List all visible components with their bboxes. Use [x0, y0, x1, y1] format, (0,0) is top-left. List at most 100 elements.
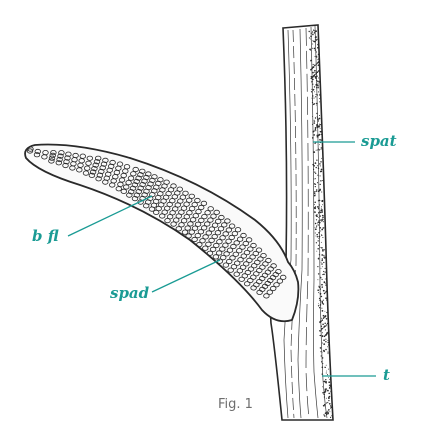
- stipple-dot: [325, 297, 327, 300]
- stipple-dot: [321, 234, 323, 237]
- stipple-dot: [316, 104, 317, 106]
- flower-cell: [247, 266, 255, 272]
- flower-cell: [249, 254, 256, 260]
- stipple-dot: [320, 295, 323, 298]
- stipple-dot: [321, 357, 324, 359]
- stipple-dot: [324, 292, 326, 294]
- flower-cell: [239, 244, 246, 250]
- stipple-dot: [314, 207, 316, 210]
- flower-cell: [225, 238, 232, 244]
- stipple-dot: [314, 185, 316, 188]
- flower-cell: [241, 273, 248, 279]
- stipple-dot: [319, 144, 320, 146]
- flower-cell: [242, 261, 250, 267]
- stipple-dot: [321, 263, 323, 265]
- stipple-dot: [308, 37, 310, 39]
- stipple-dot: [315, 96, 317, 98]
- stipple-dot: [316, 165, 318, 167]
- stipple-dot: [323, 343, 326, 345]
- stipple-dot: [317, 224, 319, 226]
- flower-cell: [172, 217, 180, 223]
- flower-cell: [222, 231, 229, 237]
- stipple-dot: [315, 215, 318, 217]
- stipple-dot: [322, 221, 324, 223]
- flower-cell: [49, 152, 56, 158]
- stipple-dot: [322, 303, 325, 305]
- stipple-dot: [319, 330, 321, 332]
- stipple-dot: [312, 71, 314, 74]
- stipple-dot: [317, 216, 319, 218]
- stipple-dot: [316, 136, 318, 138]
- stipple-dot: [323, 405, 325, 407]
- stipple-dot: [319, 246, 321, 248]
- stipple-dot: [325, 372, 327, 374]
- stipple-dot: [318, 232, 320, 234]
- stipple-dot: [320, 219, 322, 221]
- stipple-dot: [315, 87, 318, 89]
- stipple-dot: [324, 412, 327, 415]
- flower-cell: [127, 175, 135, 181]
- stipple-dot: [321, 283, 323, 286]
- flower-cell: [231, 231, 239, 237]
- flower-cell: [91, 166, 98, 172]
- flower-cell: [214, 230, 222, 236]
- stipple-dot: [316, 103, 318, 105]
- stipple-dot: [317, 221, 320, 223]
- flower-cell: [55, 160, 62, 166]
- stipple-dot: [316, 84, 319, 87]
- stipple-dot: [326, 411, 329, 413]
- stipple-dot: [330, 407, 331, 409]
- stipple-dot: [317, 289, 320, 292]
- stipple-dot: [315, 172, 317, 175]
- stipple-dot: [325, 325, 327, 327]
- stipple-dot: [326, 322, 328, 324]
- flower-cell: [82, 170, 90, 176]
- stipple-dot: [317, 80, 319, 83]
- flower-cell: [207, 217, 214, 223]
- stipple-dot: [315, 226, 317, 228]
- stipple-dot: [311, 97, 313, 99]
- stipple-dot: [315, 30, 317, 33]
- stipple-dot: [324, 322, 326, 325]
- flower-cell: [108, 182, 116, 188]
- stipple-dot: [316, 57, 318, 59]
- stipple-dot: [319, 138, 321, 141]
- label-spat: spat: [361, 132, 397, 150]
- stipple-dot: [315, 130, 317, 132]
- stipple-dot: [317, 207, 320, 210]
- stipple-dot: [319, 335, 321, 336]
- stipple-dot: [313, 86, 316, 88]
- stipple-dot: [320, 325, 323, 327]
- stipple-dot: [318, 254, 321, 256]
- stipple-dot: [319, 307, 321, 309]
- stipple-dot: [331, 398, 333, 400]
- stipple-dot: [327, 389, 329, 392]
- stipple-dot: [325, 290, 328, 293]
- stipple-dot: [314, 232, 316, 234]
- flower-cell: [247, 277, 254, 284]
- stipple-dot: [320, 230, 322, 232]
- stipple-dot: [314, 171, 316, 173]
- stipple-dot: [321, 250, 323, 252]
- stipple-dot: [325, 379, 327, 381]
- stipple-dot: [312, 95, 314, 97]
- flower-cell: [257, 256, 264, 262]
- stipple-dot: [325, 338, 327, 340]
- stipple-dot: [312, 163, 315, 166]
- stipple-dot: [318, 286, 321, 288]
- stipple-dot: [311, 137, 314, 139]
- flower-cell: [232, 251, 239, 257]
- stipple-dot: [321, 228, 324, 231]
- stipple-dot: [320, 261, 322, 263]
- stipple-dot: [324, 257, 326, 260]
- stipple-dot: [314, 56, 316, 58]
- stipple-dot: [313, 64, 315, 66]
- stipple-dot: [313, 119, 315, 121]
- stipple-dot: [323, 254, 325, 257]
- stipple-dot: [319, 163, 321, 165]
- stipple-dot: [318, 297, 321, 300]
- flower-cell: [41, 154, 48, 160]
- stipple-dot: [313, 204, 315, 205]
- stipple-dot: [320, 207, 322, 209]
